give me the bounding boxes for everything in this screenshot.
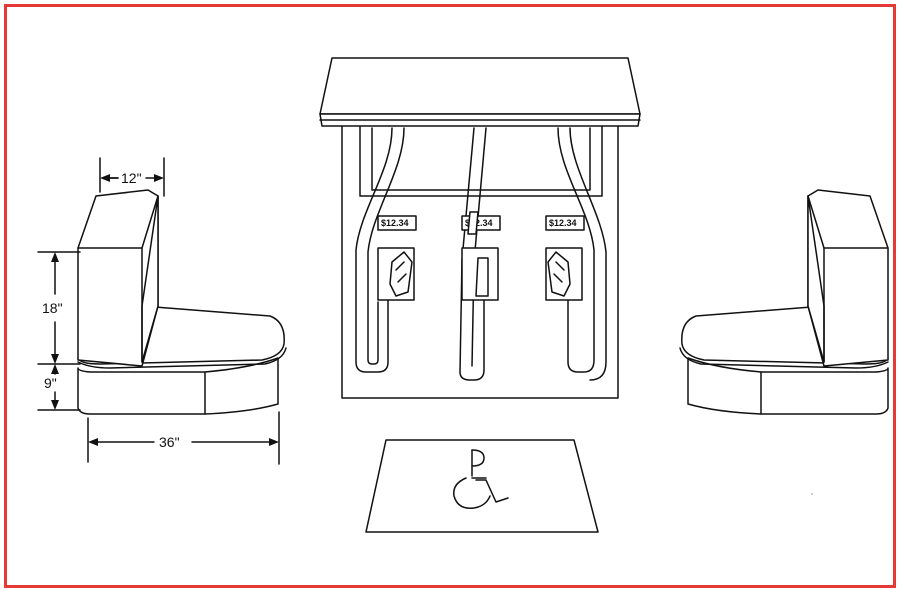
right-seat <box>679 189 889 415</box>
accessible-parking-mat <box>365 439 599 533</box>
fuel-pump: $12.34 $12.34 $12.34 <box>319 57 641 399</box>
left-seat <box>77 189 287 415</box>
pump-display-2: $12.34 <box>465 218 493 228</box>
drawing-frame <box>4 4 896 588</box>
pump-display-3: $12.34 <box>549 218 577 228</box>
dimension-annotations: 12" 18" 9" 36" <box>37 157 280 465</box>
dim-label-18: 18" <box>42 300 63 316</box>
pump-display-1: $12.34 <box>381 218 409 228</box>
dim-label-36: 36" <box>159 434 180 450</box>
wheelchair-icon <box>453 449 509 509</box>
dim-label-12: 12" <box>121 170 142 186</box>
dim-label-9: 9" <box>44 375 57 391</box>
